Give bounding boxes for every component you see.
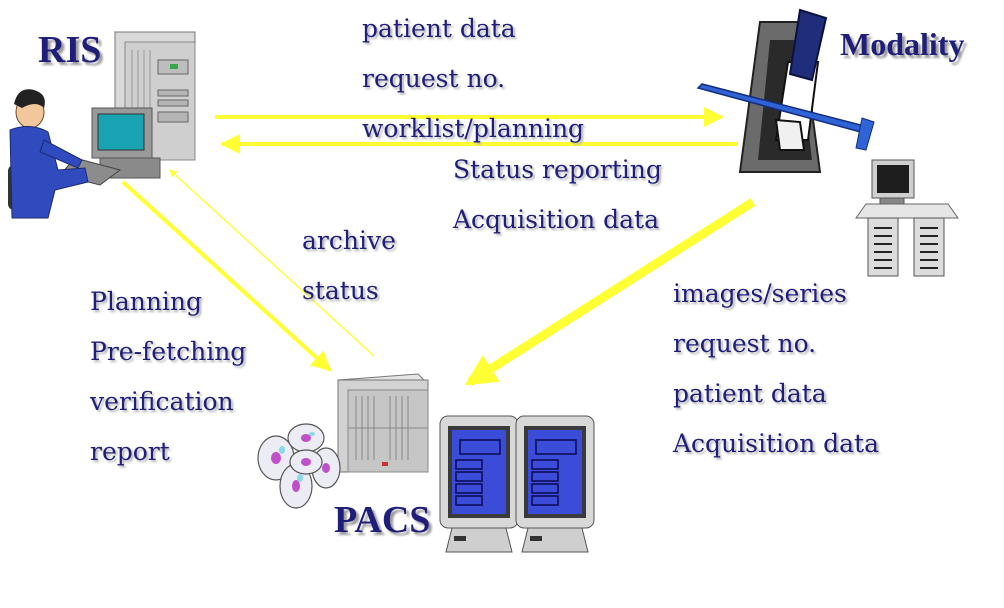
flow-modality-to-pacs-labels: images/series request no. patient data A…: [673, 269, 879, 469]
modality-console-icon: [855, 159, 959, 277]
pacs-archive-icon: [336, 373, 430, 473]
arrow-pacs-to-ris: [169, 169, 375, 357]
ris-workstation-icon: [8, 31, 197, 219]
flow-label: Status reporting: [453, 155, 662, 184]
flow-label: Acquisition data: [453, 205, 659, 234]
flow-label: patient data: [673, 379, 827, 408]
flow-pacs-to-ris-labels: archive status: [302, 216, 396, 316]
pacs-monitor-icon: [439, 415, 595, 553]
flow-ris-to-pacs-labels: Planning Pre-fetching verification repor…: [90, 277, 246, 477]
flow-label: request no.: [362, 64, 506, 93]
modality-scanner-icon: [696, 8, 875, 173]
flow-label: request no.: [673, 329, 817, 358]
flow-label: images/series: [673, 279, 847, 308]
pacs-title: PACS: [334, 499, 431, 541]
flow-label: Planning: [90, 287, 203, 316]
flow-modality-to-ris-labels: Status reporting Acquisition data: [453, 145, 662, 245]
pacs-discs-icon: [257, 423, 341, 509]
flow-label: verification: [90, 387, 234, 416]
arrow-modality-to-pacs: [464, 198, 756, 386]
flow-label: worklist/planning: [362, 114, 585, 143]
flow-label: Pre-fetching: [90, 337, 247, 366]
flow-label: archive: [302, 226, 396, 255]
flow-label: status: [302, 276, 379, 305]
arrow-ris-to-pacs: [121, 180, 332, 372]
flow-ris-to-modality-labels: patient data request no. worklist/planni…: [362, 4, 584, 154]
flow-label: Acquisition data: [673, 429, 879, 458]
flow-label: patient data: [362, 14, 516, 43]
flow-label: report: [90, 437, 170, 466]
modality-title: Modality: [840, 26, 965, 62]
ris-title: RIS: [38, 29, 102, 71]
